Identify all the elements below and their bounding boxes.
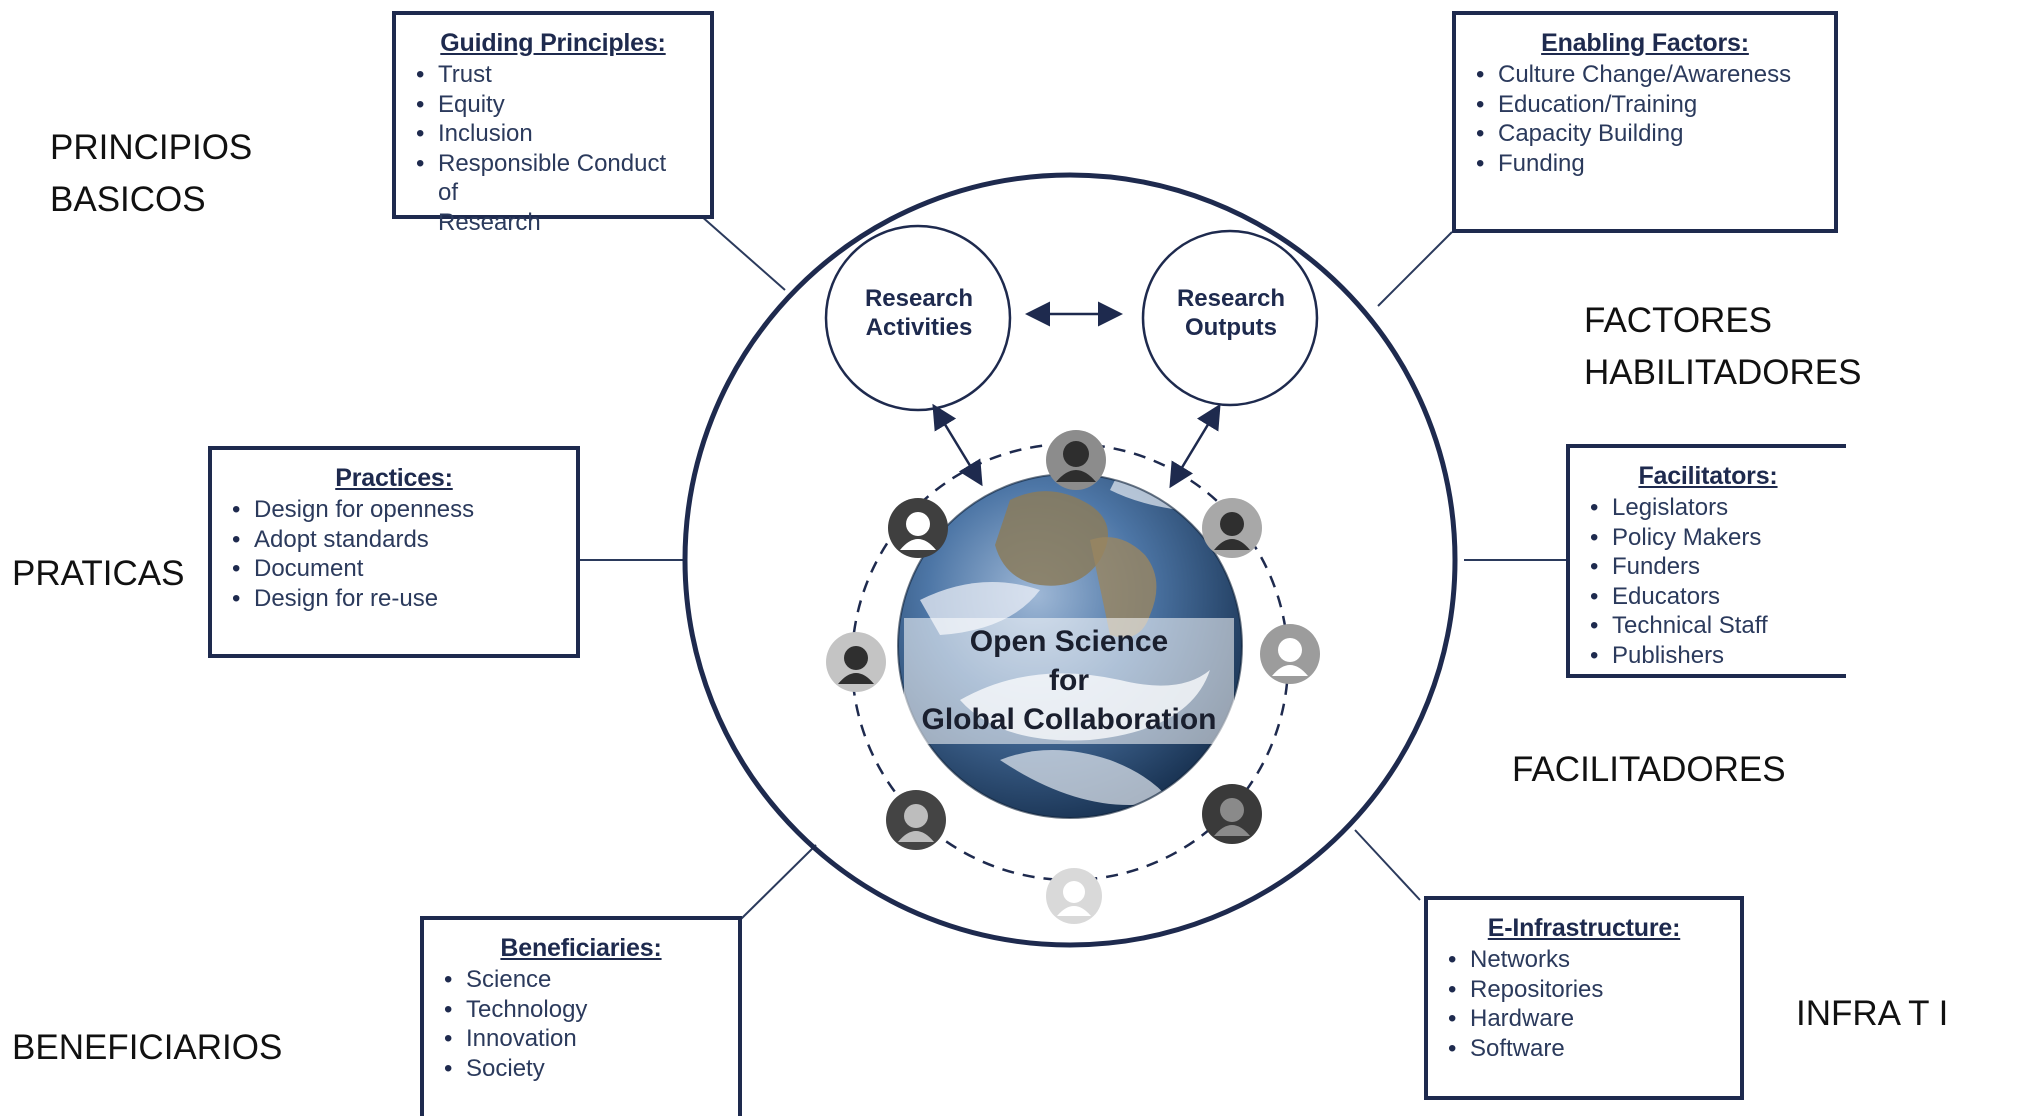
beneficiaries-list: Science Technology Innovation Society — [442, 965, 720, 1083]
list-item: Technology — [444, 995, 720, 1025]
list-item: Design for re-use — [232, 584, 558, 614]
list-item: Inclusion — [416, 119, 692, 149]
guiding-principles-list: Trust Equity Inclusion Responsible Condu… — [414, 60, 692, 237]
label-beneficiarios: BENEFICIARIOS — [12, 1028, 283, 1067]
list-item: Legislators — [1590, 493, 1828, 523]
center-title-line2: for — [1049, 664, 1089, 697]
beneficiaries-title: Beneficiaries: — [500, 934, 662, 962]
avatars — [826, 430, 1320, 924]
avatar-lower-right — [1202, 784, 1262, 844]
center-title: Open Science for Global Collaboration — [904, 618, 1234, 744]
list-item: Education/Training — [1476, 90, 1816, 120]
list-item: Publishers — [1590, 641, 1828, 671]
avatar-upper-left — [888, 498, 948, 558]
label-praticas: PRATICAS — [12, 554, 185, 593]
label-principios-basicos: PRINCIPIOS BASICOS — [50, 128, 253, 219]
research-outputs-label: Research Outputs — [1176, 285, 1286, 341]
connector-lines — [578, 214, 1568, 921]
list-item: Repositories — [1448, 975, 1722, 1005]
facilitators-list: Legislators Policy Makers Funders Educat… — [1588, 493, 1828, 670]
list-item: Society — [444, 1054, 720, 1084]
enabling-factors-title: Enabling Factors: — [1541, 29, 1749, 57]
double-arrow-activities — [932, 403, 983, 487]
list-item: Equity — [416, 90, 692, 120]
list-item: Funding — [1476, 149, 1816, 179]
practices-box: Practices: Design for openness Adopt sta… — [208, 446, 580, 658]
list-item: Hardware — [1448, 1004, 1722, 1034]
avatar-bottom — [1046, 868, 1102, 924]
double-arrow-outputs — [1169, 403, 1221, 489]
e-infrastructure-box: E-Infrastructure: Networks Repositories … — [1424, 896, 1744, 1100]
center-title-line3: Global Collaboration — [921, 703, 1217, 736]
avatar-lower-left — [886, 790, 946, 850]
connector-einfra — [1354, 829, 1421, 901]
list-item: Educators — [1590, 582, 1828, 612]
avatar-left — [826, 632, 886, 692]
list-item: Culture Change/Awareness — [1476, 60, 1816, 90]
list-item: Trust — [416, 60, 692, 90]
label-facilitadores: FACILITADORES — [1512, 750, 1786, 789]
connector-enabling — [1377, 231, 1453, 307]
beneficiaries-box: Beneficiaries: Science Technology Innova… — [420, 916, 742, 1116]
list-item: Adopt standards — [232, 525, 558, 555]
avatar-top — [1046, 430, 1106, 490]
list-item: Capacity Building — [1476, 119, 1816, 149]
research-activities-node — [824, 224, 1012, 412]
list-item: Policy Makers — [1590, 523, 1828, 553]
enabling-factors-box: Enabling Factors: Culture Change/Awarene… — [1452, 11, 1838, 233]
list-item: Software — [1448, 1034, 1722, 1064]
guiding-principles-box: Guiding Principles: Trust Equity Inclusi… — [392, 11, 714, 236]
research-activities-label: Research Activities — [864, 285, 974, 341]
outer-ring — [682, 172, 1458, 948]
practices-list: Design for openness Adopt standards Docu… — [230, 495, 558, 613]
connector-beneficiaries — [739, 844, 817, 921]
facilitators-box: Facilitators: Legislators Policy Makers … — [1566, 444, 1846, 678]
label-factores-habilitadores: FACTORES HABILITADORES — [1584, 301, 1862, 392]
avatar-upper-right — [1202, 498, 1262, 558]
list-item: Design for openness — [232, 495, 558, 525]
list-item: Networks — [1448, 945, 1722, 975]
list-item: Technical Staff — [1590, 611, 1828, 641]
label-infra-ti: INFRA T I — [1796, 994, 1949, 1033]
enabling-factors-list: Culture Change/Awareness Education/Train… — [1474, 60, 1816, 178]
list-item: Funders — [1590, 552, 1828, 582]
connector-guiding — [699, 214, 786, 291]
list-item-continuation: Research — [438, 208, 541, 236]
research-outputs-node — [1141, 229, 1319, 407]
practices-title: Practices: — [335, 464, 453, 492]
list-item: Science — [444, 965, 720, 995]
e-infrastructure-list: Networks Repositories Hardware Software — [1446, 945, 1722, 1063]
guiding-principles-title: Guiding Principles: — [440, 29, 666, 57]
facilitators-title: Facilitators: — [1638, 462, 1778, 490]
list-item: Responsible Conduct of — [416, 149, 692, 208]
list-item: Document — [232, 554, 558, 584]
avatar-right — [1260, 624, 1320, 684]
center-title-line1: Open Science — [969, 625, 1169, 658]
list-item: Innovation — [444, 1024, 720, 1054]
e-infrastructure-title: E-Infrastructure: — [1487, 914, 1681, 942]
